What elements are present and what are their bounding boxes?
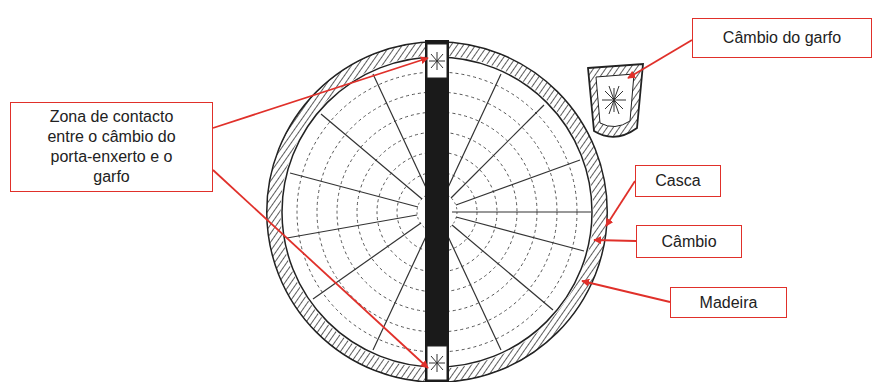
wood-ray [287, 215, 417, 238]
label-text: Câmbio do garfo [723, 28, 841, 48]
scion-wedge [427, 346, 447, 380]
leader-arrow [582, 281, 670, 302]
scion-wood [596, 74, 634, 127]
leader-arrow [213, 58, 428, 128]
scion-rays [429, 52, 445, 70]
wood-ray [456, 160, 580, 205]
wood-ray [313, 223, 421, 299]
label-text: Madeira [700, 293, 758, 313]
wood-ray [373, 230, 429, 350]
scion-rays [429, 354, 445, 372]
label-text: Casca [655, 171, 700, 191]
leader-arrow [594, 240, 636, 241]
label-text: Câmbio [661, 232, 716, 252]
scion-wedge [427, 44, 447, 78]
label-box: Zona de contacto entre o câmbio do porta… [10, 102, 213, 192]
leader-arrow [213, 170, 428, 368]
scion-rays [602, 86, 626, 114]
wood-ray [445, 230, 501, 350]
wood-ray [452, 211, 591, 212]
wood-ray [452, 225, 553, 310]
wood-ray [373, 74, 429, 194]
label-box: Casca [635, 165, 721, 197]
wood-ray [456, 217, 584, 251]
label-text: Zona de contacto entre o câmbio do porta… [40, 107, 183, 187]
wood-ray [290, 173, 418, 207]
leader-arrow [628, 40, 692, 78]
wood-ray [445, 74, 501, 194]
leader-arrow [606, 181, 635, 226]
label-box: Câmbio [636, 225, 742, 258]
wood-ray [321, 114, 422, 199]
label-box: Câmbio do garfo [692, 18, 872, 58]
graft-cleft [425, 40, 449, 382]
label-box: Madeira [670, 287, 787, 318]
